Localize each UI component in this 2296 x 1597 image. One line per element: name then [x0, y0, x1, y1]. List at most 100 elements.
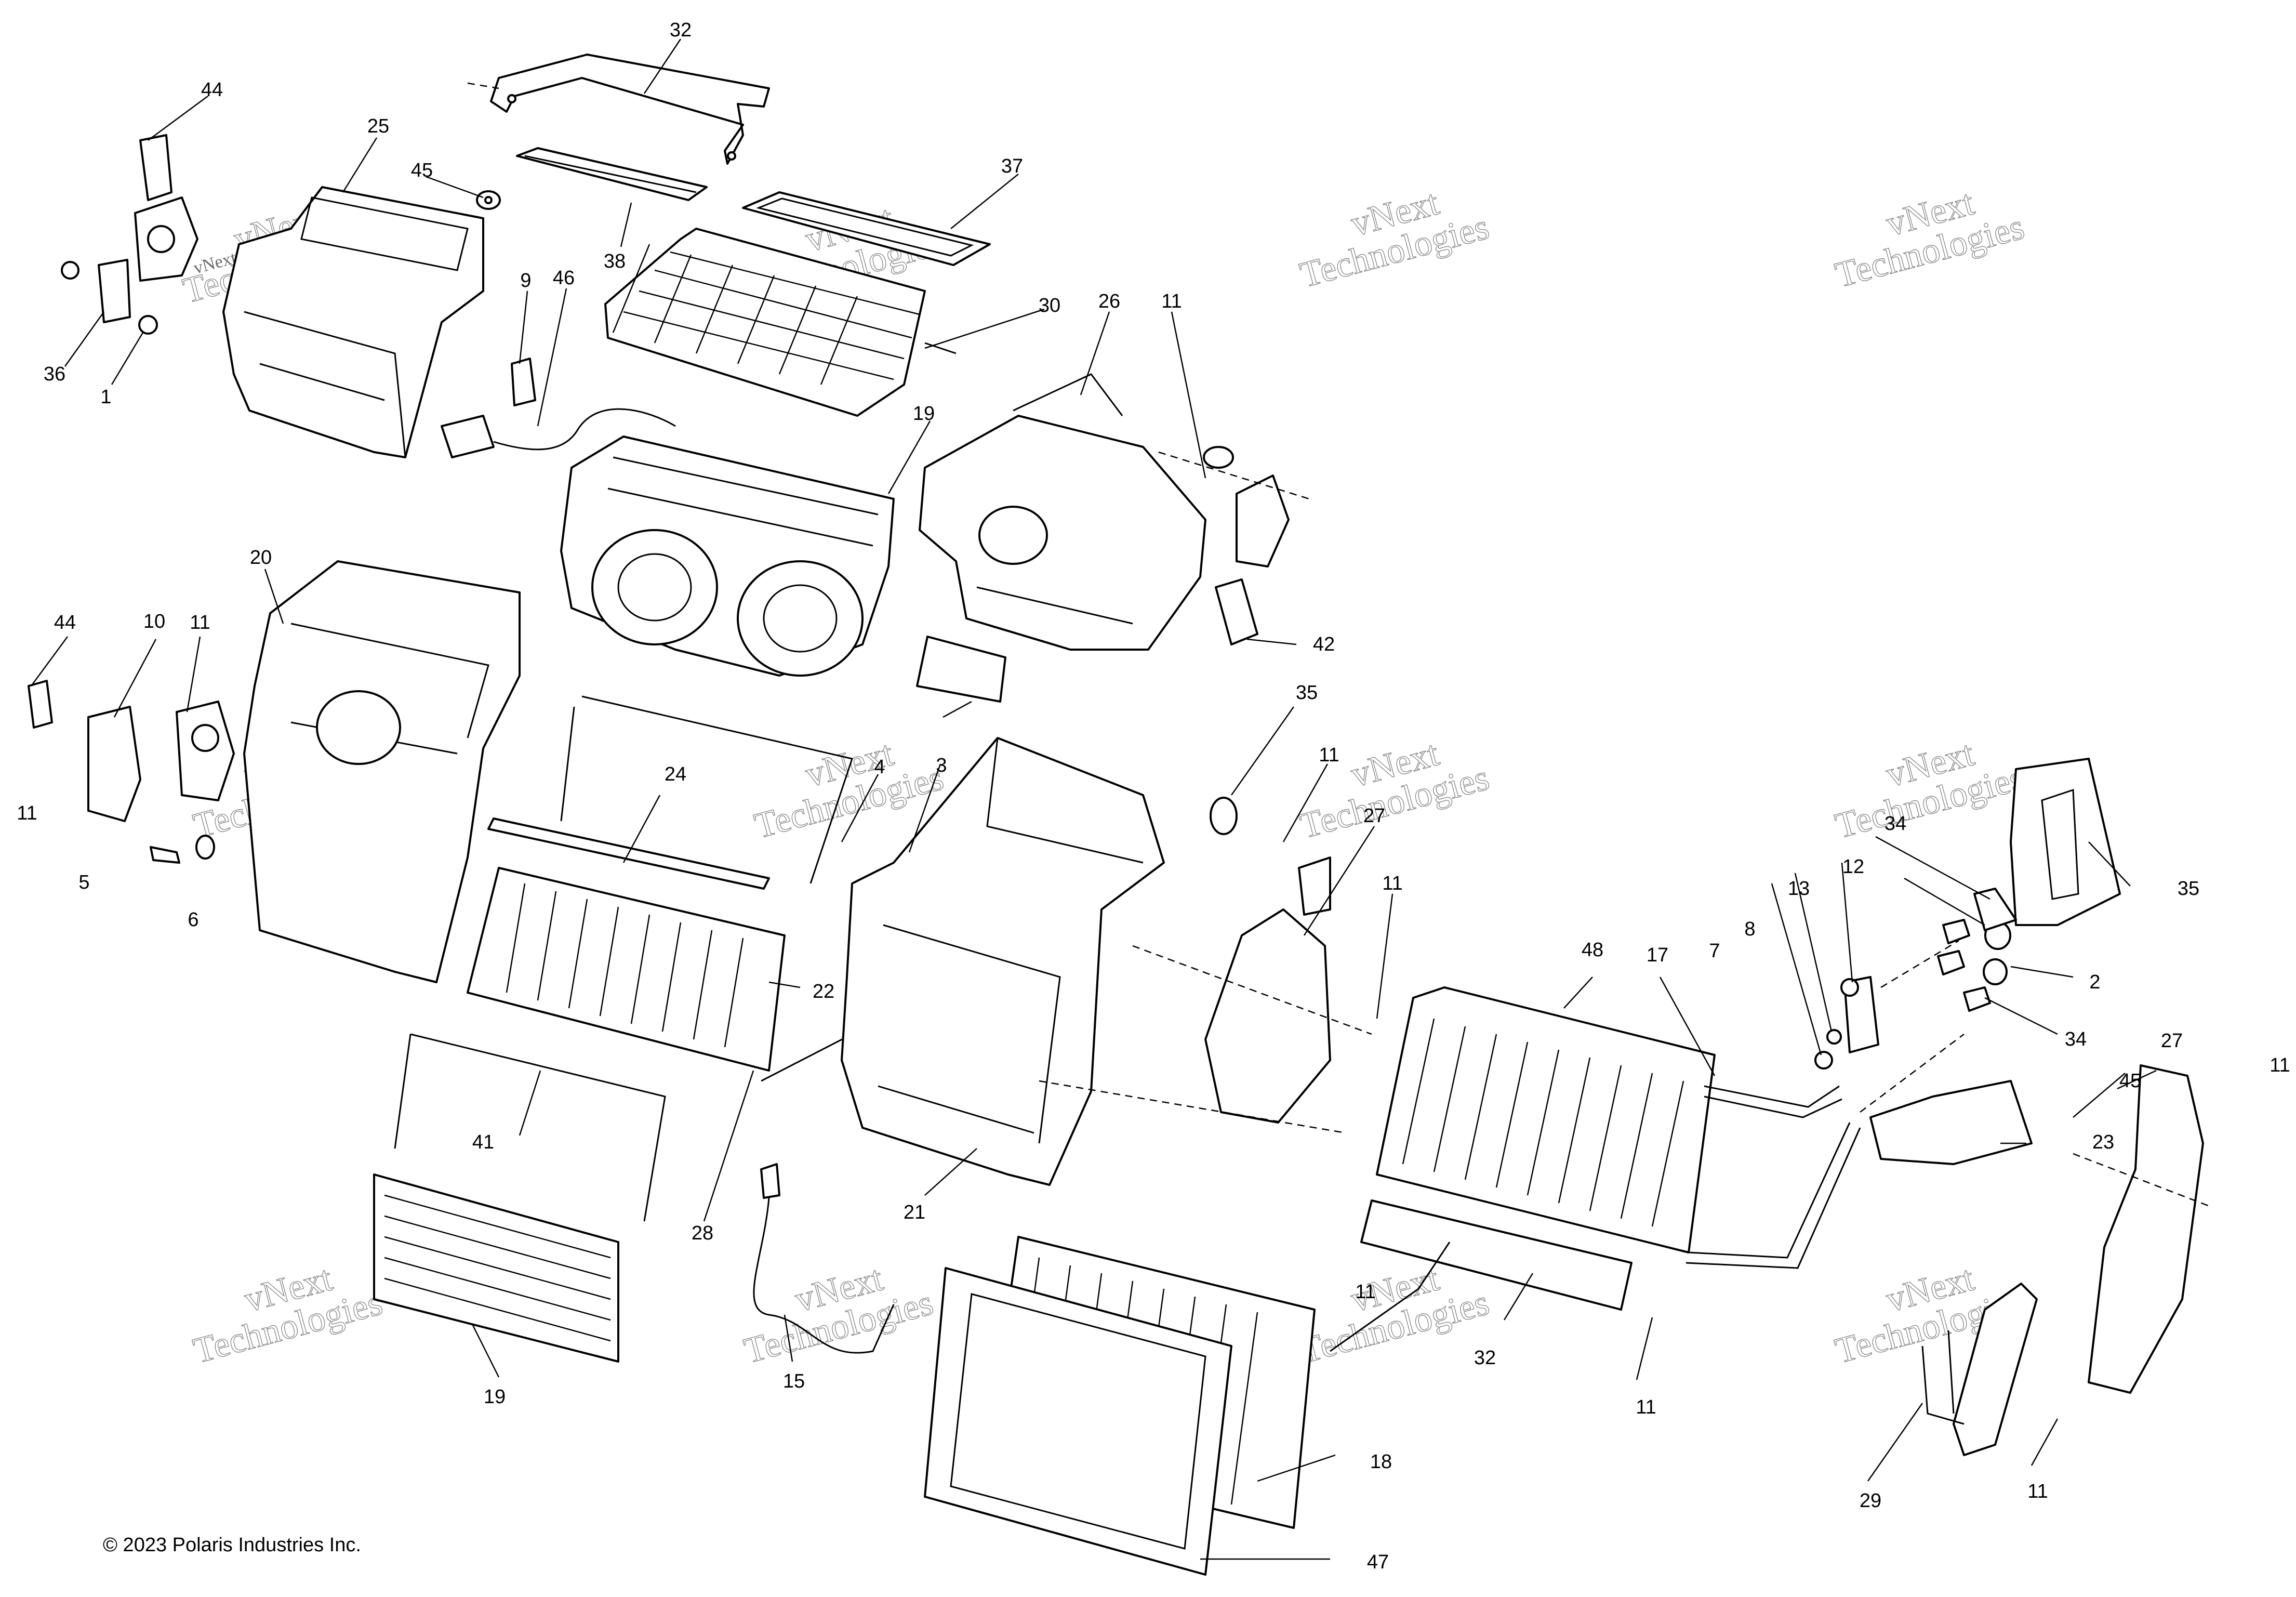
gasket-40: [394, 1033, 666, 1222]
callout-9: 9: [520, 270, 531, 292]
housing-25: [222, 186, 484, 458]
clip-30: [1921, 1330, 1965, 1425]
bracket-23: [1953, 1283, 2038, 1456]
callout-30: 29: [1860, 1490, 1881, 1512]
watermark: vNext Technologies: [189, 1258, 387, 1372]
callout-8: 8: [1744, 918, 1755, 940]
callout-32: 32: [1474, 1347, 1496, 1369]
callout-42: 44: [201, 79, 223, 101]
callout-22: 22: [813, 981, 834, 1002]
housing-20: [243, 560, 521, 983]
watermark: vNext Technologies: [740, 1258, 938, 1372]
callout-10: 10: [143, 611, 165, 632]
callout-4: 4: [874, 756, 885, 778]
callout-33: 32: [670, 19, 692, 41]
gasket-38: [742, 191, 991, 266]
callout-11b: 11: [190, 612, 210, 633]
evaporator-31: [604, 228, 957, 417]
harness-46: [441, 408, 676, 458]
callout-26: 26: [1098, 291, 1120, 312]
blower-13: [560, 435, 895, 677]
callout-41: 42: [1313, 633, 1335, 655]
heater-32: [1330, 1199, 1633, 1352]
callout-3: 3: [936, 755, 947, 776]
pipes-17: [1685, 1085, 1861, 1269]
callout-11d: 11: [1319, 744, 1339, 766]
seal-35: [2010, 758, 2121, 926]
callout-46: 46: [553, 267, 575, 289]
callout-48: 48: [1582, 939, 1603, 961]
callout-44: 45: [2119, 1070, 2141, 1092]
clip-45: [28, 680, 53, 729]
callout-17: 17: [1647, 944, 1668, 966]
seal-7: [1814, 1051, 1833, 1070]
housing-21: [841, 737, 1165, 1186]
wire-4: [560, 695, 853, 884]
seal-42: [139, 134, 172, 201]
callout-11h: 11: [1636, 1396, 1656, 1418]
actuator-28: [2073, 1064, 2209, 1394]
actuator-27: [1039, 856, 1372, 1134]
watermark: vNext Technologies: [1831, 733, 2029, 847]
callout-11g: 11: [1355, 1281, 1375, 1303]
watermark: vNext Technologies: [1831, 182, 2029, 296]
callout-24: 24: [665, 763, 686, 785]
callout-25: 25: [367, 115, 389, 137]
tubes-34: [1860, 919, 1991, 1113]
filter-19: [373, 1173, 619, 1363]
callout-18: 18: [1370, 1451, 1392, 1473]
seal-41: [1215, 578, 1258, 645]
actuator-10: [87, 706, 141, 822]
callout-11f: 11: [2270, 1054, 2290, 1076]
callout-11i: 11: [2027, 1481, 2048, 1502]
callout-11a: 11: [1161, 291, 1182, 312]
harness-15: [753, 1163, 895, 1354]
heater-core-48: [1376, 986, 1716, 1253]
callout-2: 2: [2089, 971, 2100, 993]
callout-38: 37: [1001, 155, 1023, 177]
callout-39: 38: [604, 250, 626, 272]
callout-11e: 11: [1382, 873, 1402, 894]
door-22: [467, 867, 786, 1072]
callout-31: 30: [1039, 295, 1060, 316]
watermark: vNext Technologies: [1296, 182, 1494, 296]
callout-5: 5: [78, 872, 89, 893]
seal-37: [98, 259, 131, 323]
washer-36: [1210, 797, 1238, 835]
sensor-9: [511, 358, 536, 406]
callout-19: 19: [484, 1386, 506, 1408]
seal-12: [1973, 888, 2017, 931]
label-3: [916, 636, 1006, 703]
callout-34a: 34: [1884, 813, 1906, 835]
watermark: vNext Technologies: [1296, 733, 1494, 847]
callout-1: 1: [100, 386, 111, 408]
screw-5: [150, 846, 180, 864]
callout-47: 47: [1367, 1551, 1389, 1573]
duct-44: [1869, 1080, 2033, 1165]
callout-43: 45: [411, 160, 433, 181]
callout-12: 12: [1842, 856, 1864, 878]
callout-36: 35: [1296, 682, 1318, 704]
callout-40: 41: [472, 1131, 494, 1153]
bushing-6: [195, 835, 215, 860]
seal-8: [1826, 1029, 1842, 1045]
copyright-notice: © 2023 Polaris Industries Inc.: [103, 1534, 361, 1556]
housing-26: [919, 373, 1206, 651]
callout-21: 21: [904, 1202, 925, 1223]
bushing-1: [138, 315, 158, 335]
callout-labels: 32 44 25 45 37 38 30 26 11 9 46 19 36 1 …: [17, 19, 2290, 1573]
callout-20: 20: [250, 547, 272, 569]
valve-14: [1840, 976, 1879, 1053]
callout-14: 13: [1788, 878, 1810, 900]
callout-7: 7: [1709, 940, 1720, 962]
orings-2: [1983, 921, 2011, 985]
callout-23: 23: [2092, 1131, 2114, 1153]
callout-11c: 11: [17, 802, 37, 824]
callout-13: 19: [913, 403, 935, 425]
washer-43: [476, 190, 501, 210]
callout-34b: 34: [2065, 1028, 2087, 1050]
callout-27: 27: [1363, 805, 1385, 827]
callout-28: 27: [2161, 1030, 2183, 1052]
actuator-right-top: [1158, 446, 1310, 567]
